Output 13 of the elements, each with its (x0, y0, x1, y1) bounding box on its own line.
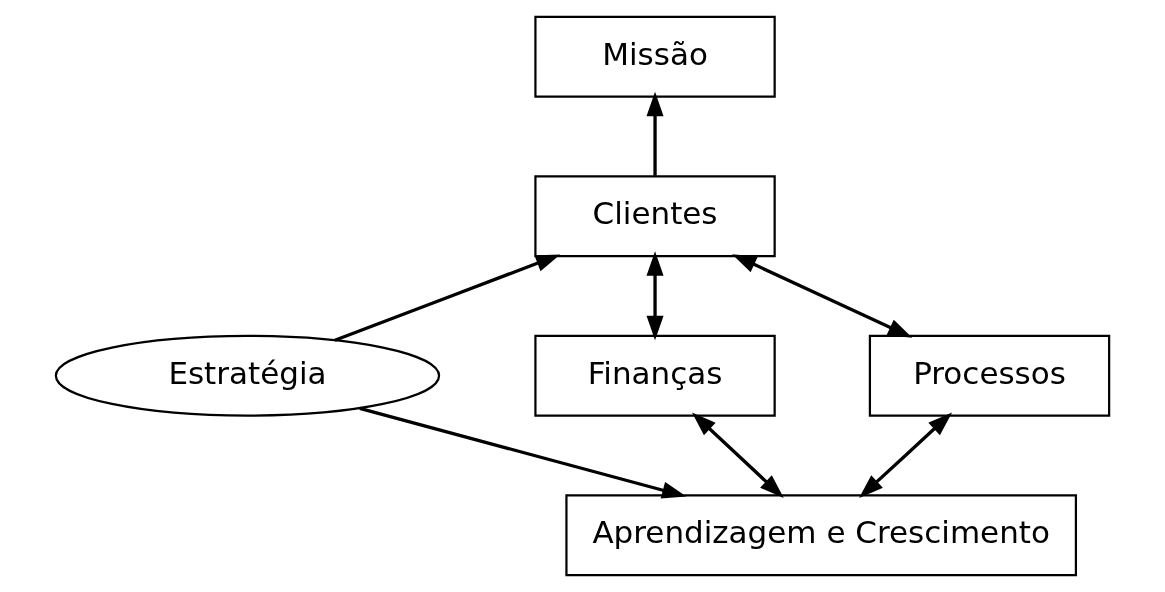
arrow (646, 91, 664, 176)
node-box: Processos (868, 334, 1111, 417)
node-box: Aprendizagem e Crescimento (565, 494, 1077, 577)
node-box: Finanças (534, 334, 776, 417)
arrow (334, 254, 561, 342)
node-ellipse: Estratégia (54, 334, 441, 417)
node-box: Clientes (534, 175, 776, 258)
arrow (692, 412, 784, 499)
arrow (359, 406, 687, 499)
arrow (646, 251, 664, 341)
node-box: Missão (534, 15, 776, 98)
arrow (732, 254, 913, 338)
arrow (859, 412, 953, 499)
